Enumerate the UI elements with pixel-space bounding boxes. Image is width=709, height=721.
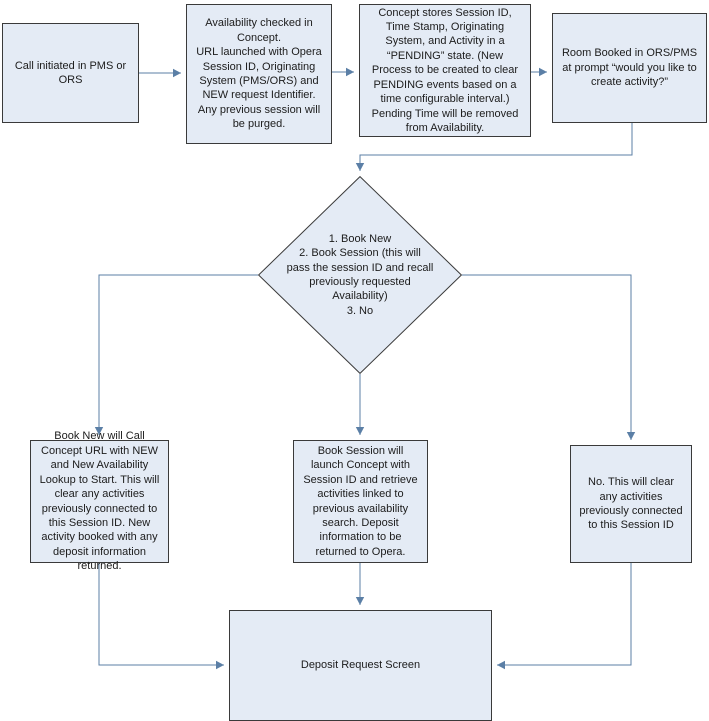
process-node-availability-checked[interactable]: Availability checked in Concept. URL lau… [186,4,332,144]
decision-node-label: 1. Book New 2. Book Session (this will p… [286,232,434,317]
process-node-label: No. This will clear any activities previ… [579,476,683,532]
connector-no-to-deposit [497,563,632,670]
arrowhead [355,163,365,171]
process-node-label: Deposit Request Screen [300,659,421,672]
arrowhead [216,660,224,670]
process-node-label: Call initiated in PMS or ORS [14,59,127,86]
arrowhead [355,427,365,435]
decision-node-decision[interactable]: 1. Book New 2. Book Session (this will p… [258,176,462,374]
process-node-room-booked[interactable]: Room Booked in ORS/PMS at prompt “would … [552,13,707,123]
process-node-label: Book Session will launch Concept with Se… [303,444,418,558]
connector-decision-to-no [462,274,636,440]
process-node-label: Availability checked in Concept. URL lau… [196,17,322,131]
arrowhead [346,67,354,77]
process-node-label: Book New will Call Concept URL with NEW … [39,430,160,573]
process-node-book-new[interactable]: Book New will Call Concept URL with NEW … [30,430,169,572]
arrowhead [539,67,547,77]
process-node-call-initiated[interactable]: Call initiated in PMS or ORS [2,23,139,123]
arrowhead [626,432,636,440]
process-node-book-session[interactable]: Book Session will launch Concept with Se… [293,440,428,563]
process-node-label: Concept stores Session ID, Time Stamp, O… [371,6,519,134]
diamond-shape [258,176,462,374]
arrowhead [173,68,181,78]
connector-decision-to-book-new [94,274,258,435]
connector-book-session-to-deposit [355,563,365,605]
connector-decision-to-book-session [355,374,365,435]
process-node-deposit-request[interactable]: Deposit Request Screen [229,610,492,721]
connector-concept-to-room [531,67,547,77]
process-node-no-clear[interactable]: No. This will clear any activities previ… [570,445,692,563]
arrowhead [497,660,505,670]
connector-call-to-availability [139,68,181,78]
process-node-label: Room Booked in ORS/PMS at prompt “would … [561,47,698,89]
process-node-concept-stores[interactable]: Concept stores Session ID, Time Stamp, O… [359,4,531,137]
arrowhead [355,597,365,605]
connector-availability-to-concept [332,67,354,77]
connector-book-new-to-deposit [98,563,224,670]
